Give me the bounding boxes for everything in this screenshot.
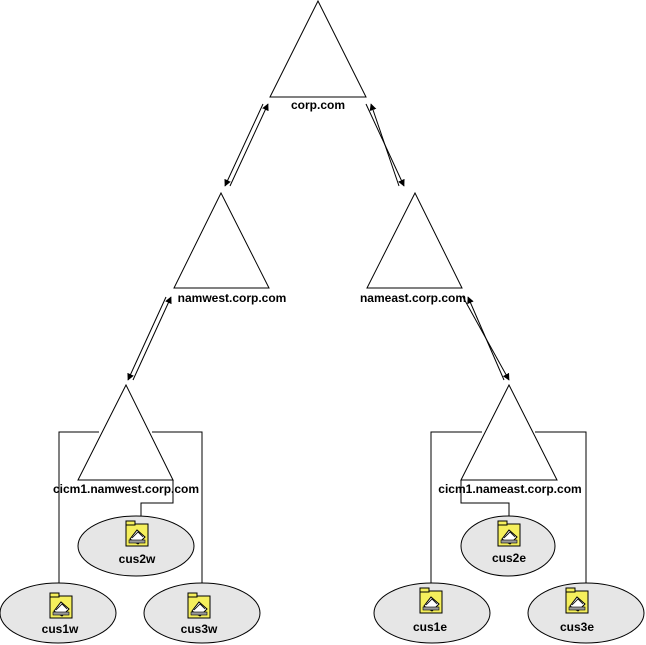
trust-arrow-corp-namwest bbox=[224, 103, 269, 187]
client-label-cus2w: cus2w bbox=[119, 552, 156, 566]
domain-triangle-cicm1-east bbox=[460, 383, 558, 481]
connectors-east bbox=[430, 431, 587, 588]
domain-label-cicm1-west: cicm1.namwest.corp.com bbox=[53, 482, 199, 496]
scanner-folder-icon bbox=[187, 592, 211, 619]
client-label-cus3e: cus3e bbox=[560, 620, 594, 634]
domain-triangle-corp bbox=[269, 0, 367, 98]
domain-triangle-namwest bbox=[173, 191, 270, 289]
client-label-cus1w: cus1w bbox=[42, 622, 79, 636]
domain-label-cicm1-east: cicm1.nameast.corp.com bbox=[438, 482, 581, 496]
trust-arrow-nameast-cicm1 bbox=[462, 296, 510, 381]
trust-arrow-corp-nameast bbox=[365, 103, 405, 187]
domain-triangle-nameast bbox=[366, 191, 463, 289]
scanner-folder-icon bbox=[565, 587, 589, 614]
client-label-cus3w: cus3w bbox=[181, 622, 218, 636]
domain-label-nameast: nameast.corp.com bbox=[360, 291, 466, 305]
scanner-folder-icon bbox=[419, 587, 443, 614]
scanner-folder-icon bbox=[49, 592, 73, 619]
connectors-west bbox=[58, 431, 203, 588]
trust-arrow-namwest-cicm1 bbox=[127, 296, 172, 381]
client-label-cus1e: cus1e bbox=[413, 620, 447, 634]
client-label-cus2e: cus2e bbox=[492, 551, 526, 565]
domain-label-namwest: namwest.corp.com bbox=[178, 291, 287, 305]
domain-label-corp: corp.com bbox=[291, 98, 345, 112]
scanner-folder-icon bbox=[497, 520, 521, 547]
domain-triangle-cicm1-west bbox=[77, 383, 174, 481]
scanner-folder-icon bbox=[125, 520, 149, 547]
